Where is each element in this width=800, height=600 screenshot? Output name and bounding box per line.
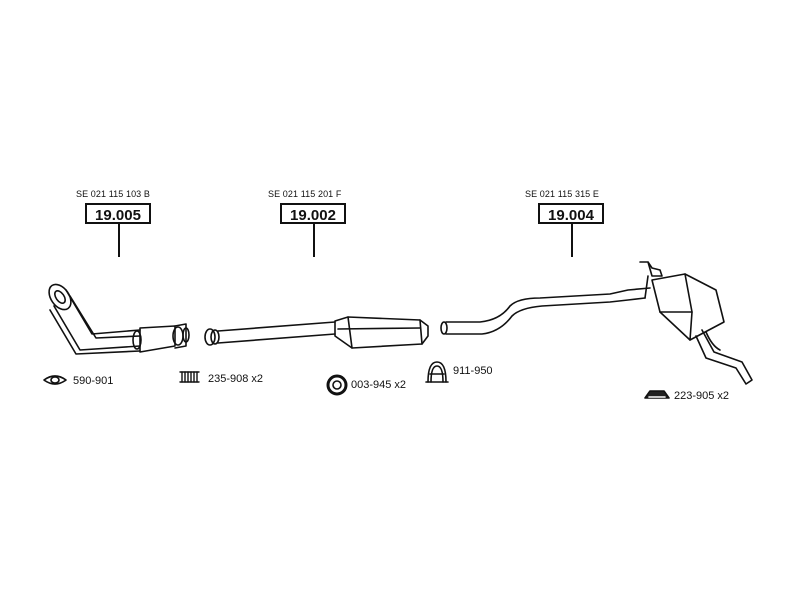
leader-line-middle-silencer <box>313 224 315 257</box>
middle-silencer-part[interactable] <box>204 316 429 349</box>
part-code-gasket: 590-901 <box>73 375 114 387</box>
leader-line-front-pipe <box>118 224 120 257</box>
mount-icon[interactable] <box>644 390 670 399</box>
assembly-number-front-pipe[interactable]: 19.005 <box>85 203 151 224</box>
rubber-ring-icon[interactable] <box>326 374 348 396</box>
part-code-mount: 223-905 x2 <box>674 390 730 402</box>
rear-silencer-part[interactable] <box>440 261 753 385</box>
assembly-ref-rear-silencer: SE 021 115 315 E <box>525 189 599 199</box>
assembly-ref-front-pipe: SE 021 115 103 B <box>76 189 150 199</box>
leader-line-rear-silencer <box>571 224 573 257</box>
clamp-icon[interactable] <box>425 361 449 383</box>
gasket-icon[interactable] <box>43 375 67 385</box>
assembly-ref-middle-silencer: SE 021 115 201 F <box>268 189 342 199</box>
part-code-spring: 235-908 x2 <box>208 373 264 385</box>
assembly-number-middle-silencer[interactable]: 19.002 <box>280 203 346 224</box>
assembly-number-rear-silencer[interactable]: 19.004 <box>538 203 604 224</box>
part-code-clamp: 911-950 <box>453 365 493 377</box>
front-pipe-part[interactable] <box>45 280 190 355</box>
part-code-rubber-ring: 003-945 x2 <box>351 379 407 391</box>
spring-icon[interactable] <box>179 371 200 383</box>
